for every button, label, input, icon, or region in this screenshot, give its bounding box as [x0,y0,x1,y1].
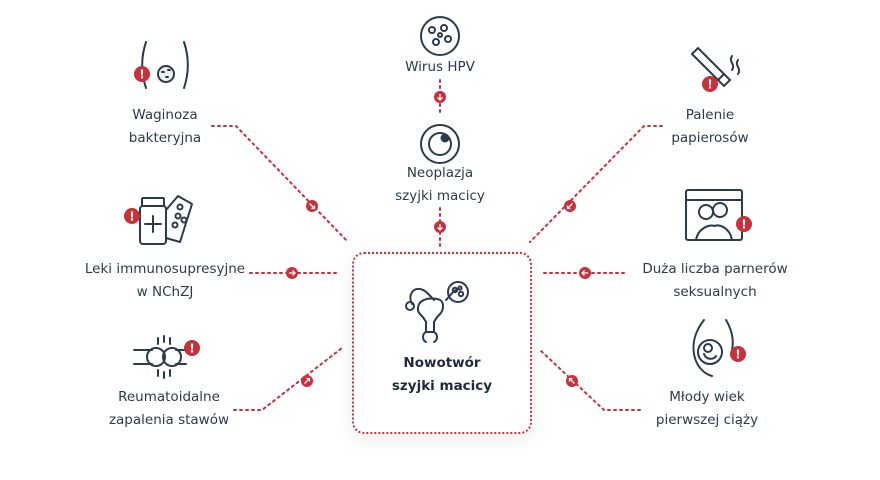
cigarette-icon: ! [690,46,741,92]
factor-leki-line2: w NChZJ [136,284,194,300]
svg-text:!: ! [741,218,746,232]
factor-palenie-line2: papierosów [671,130,749,146]
pills-icon: ! [124,195,193,245]
factor-waginoza: Waginoza bakteryjna [100,104,230,150]
factor-neoplazja-line1: Neoplazja [406,165,474,181]
factor-partnerzy-line2: seksualnych [673,284,757,300]
factor-neoplazja: Neoplazja szyjki macicy [380,162,500,208]
arrow-badges [286,91,591,387]
warning-icon: ! [730,346,746,362]
factor-ciaza: Młody wiek pierwszej ciąży [642,386,772,432]
arrow-icon [434,221,446,233]
arrow-icon [564,200,576,212]
factor-reumatoidalne-line1: Reumatoidalne [118,389,220,405]
factor-partnerzy-line1: Duża liczba parnerów [642,261,788,277]
arrow-icon [301,375,313,387]
factor-hpv-line1: Wirus HPV [405,59,475,75]
arrow-icon [566,375,578,387]
joint-icon: ! [133,335,200,379]
factor-neoplazja-line2: szyjki macicy [395,188,485,204]
svg-text:!: ! [707,78,712,92]
connector-waginoza [211,125,349,243]
uterus-icon [405,281,469,343]
connector-ciaza [539,349,641,411]
factor-waginoza-line2: bakteryjna [128,130,202,146]
svg-text:!: ! [189,342,194,356]
factor-hpv: Wirus HPV [380,56,500,79]
warning-icon: ! [736,216,752,232]
warning-icon: ! [134,66,150,82]
factor-reumatoidalne: Reumatoidalne zapalenia stawów [94,386,244,432]
cell-icon [420,124,460,164]
factor-leki-line1: Leki immunosupresyjne [84,261,246,277]
factor-palenie-line1: Palenie [685,107,735,123]
warning-icon: ! [184,340,200,356]
warning-icon: ! [702,76,718,92]
connector-reumatoidalne [233,347,343,411]
center-label-line2: szyjki macicy [391,378,493,394]
factor-waginoza-line1: Waginoza [132,107,198,123]
connector-palenie [529,125,663,243]
arrow-icon [286,267,298,279]
arrow-icon [579,267,591,279]
factor-partnerzy: Duża liczba parnerów seksualnych [630,258,800,304]
hips-icon: ! [134,41,189,89]
warning-icon: ! [124,208,140,224]
factor-reumatoidalne-line2: zapalenia stawów [108,412,230,428]
pregnancy-icon: ! [692,319,746,377]
factor-leki: Leki immunosupresyjne w NChZJ [80,258,250,304]
center-label: Nowotwór szyjki macicy [352,352,532,398]
svg-text:!: ! [735,348,740,362]
center-label-line1: Nowotwór [403,355,481,371]
virus-icon [420,16,460,56]
factor-palenie: Palenie papierosów [650,104,770,150]
factor-ciaza-line1: Młody wiek [669,389,745,405]
arrow-icon [434,91,446,103]
svg-text:!: ! [129,210,134,224]
arrow-icon [306,200,318,212]
couple-icon: ! [685,189,752,241]
factor-ciaza-line2: pierwszej ciąży [655,412,759,428]
center-box [352,252,532,434]
svg-text:!: ! [139,68,144,82]
